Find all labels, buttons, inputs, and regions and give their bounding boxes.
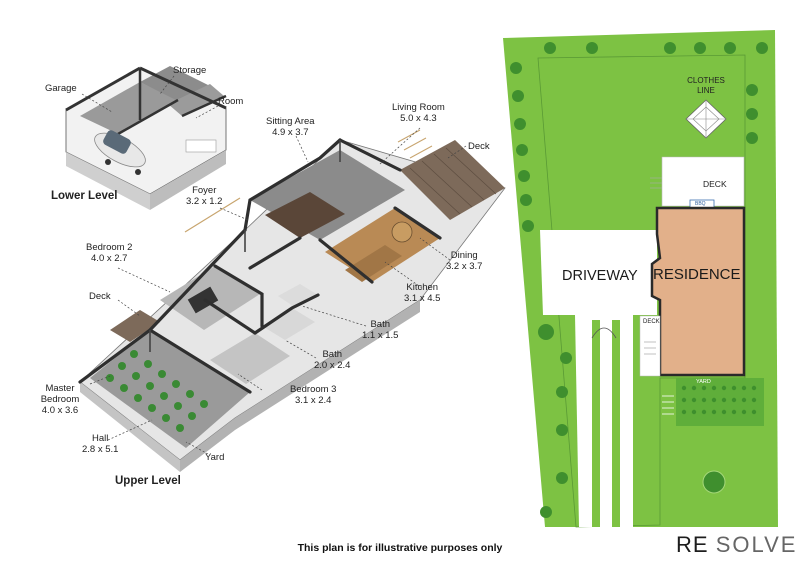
label-deck-top: Deck xyxy=(468,141,490,152)
site-trees xyxy=(510,42,768,518)
level-title-lower: Lower Level xyxy=(51,190,118,202)
label-bath-2: Bath 2.0 x 2.4 xyxy=(314,349,350,371)
bedroom-2-name: Bedroom 2 xyxy=(86,242,133,253)
label-storage: Storage xyxy=(173,65,207,76)
hall-size: 2.8 x 5.1 xyxy=(82,444,119,455)
label-bedroom-3: Bedroom 3 3.1 x 2.4 xyxy=(290,384,336,406)
site-plan xyxy=(503,30,778,528)
bedroom-3-name: Bedroom 3 xyxy=(290,384,337,395)
site-driveway xyxy=(540,230,657,315)
label-site-deck: DECK xyxy=(703,179,727,189)
bath-1-size: 1.1 x 1.5 xyxy=(362,330,399,341)
foyer-name: Foyer xyxy=(192,185,217,196)
bath-2-size: 2.0 x 2.4 xyxy=(314,360,351,371)
master-bedroom-name: Master Bedroom xyxy=(40,383,80,405)
label-deck-left: Deck xyxy=(89,291,111,302)
hall-name: Hall xyxy=(92,433,109,444)
label-living-room: Living Room 5.0 x 4.3 xyxy=(392,102,445,124)
logo-bold: RE xyxy=(676,532,709,557)
dining-size: 3.2 x 3.7 xyxy=(446,261,483,272)
dining-name: Dining xyxy=(450,250,478,261)
label-kitchen: Kitchen 3.1 x 4.5 xyxy=(404,282,440,304)
foyer-size: 3.2 x 1.2 xyxy=(186,196,223,207)
lower-level-model xyxy=(65,66,227,210)
garage-car-icon xyxy=(94,130,146,175)
label-residence: RESIDENCE xyxy=(653,266,741,283)
label-side-deck: DECK xyxy=(643,319,660,325)
living-room-name: Living Room xyxy=(392,102,445,113)
level-title-upper: Upper Level xyxy=(115,475,181,487)
leader-lines xyxy=(81,75,467,455)
upper-level-model xyxy=(78,129,506,472)
sitting-area-name: Sitting Area xyxy=(266,116,315,127)
label-sitting-area: Sitting Area 4.9 x 3.7 xyxy=(266,116,315,138)
label-room: Room xyxy=(218,96,244,107)
kitchen-size: 3.1 x 4.5 xyxy=(404,293,441,304)
label-dining: Dining 3.2 x 3.7 xyxy=(446,250,482,272)
kitchen-name: Kitchen xyxy=(406,282,439,293)
bath-2-name: Bath xyxy=(322,349,342,360)
label-garage: Garage xyxy=(45,83,77,94)
label-bbq: BBQ xyxy=(695,201,706,207)
label-clothes-line: CLOTHES LINE xyxy=(687,76,725,95)
label-yard: Yard xyxy=(205,452,225,463)
label-site-yard: YARD xyxy=(696,379,711,385)
label-master-bedroom: Master Bedroom 4.0 x 3.6 xyxy=(36,383,84,416)
logo-light: SOLVE xyxy=(715,532,798,557)
label-driveway: DRIVEWAY xyxy=(562,268,638,284)
company-logo: RE SOLVE xyxy=(676,532,797,558)
clothes-line-icon xyxy=(685,99,727,139)
label-foyer: Foyer 3.2 x 1.2 xyxy=(186,185,222,207)
bedroom-2-size: 4.0 x 2.7 xyxy=(91,253,128,264)
site-residence xyxy=(650,206,746,377)
master-bedroom-size: 4.0 x 3.6 xyxy=(41,405,79,416)
yard-plants xyxy=(106,350,208,432)
label-bath-1: Bath 1.1 x 1.5 xyxy=(362,319,398,341)
disclaimer-text: This plan is for illustrative purposes o… xyxy=(297,542,503,554)
label-bedroom-2: Bedroom 2 4.0 x 2.7 xyxy=(86,242,132,264)
label-hall: Hall 2.8 x 5.1 xyxy=(82,433,118,455)
living-room-size: 5.0 x 4.3 xyxy=(400,113,437,124)
bedroom-3-size: 3.1 x 2.4 xyxy=(295,395,332,406)
bath-1-name: Bath xyxy=(370,319,390,330)
sitting-area-size: 4.9 x 3.7 xyxy=(272,127,309,138)
